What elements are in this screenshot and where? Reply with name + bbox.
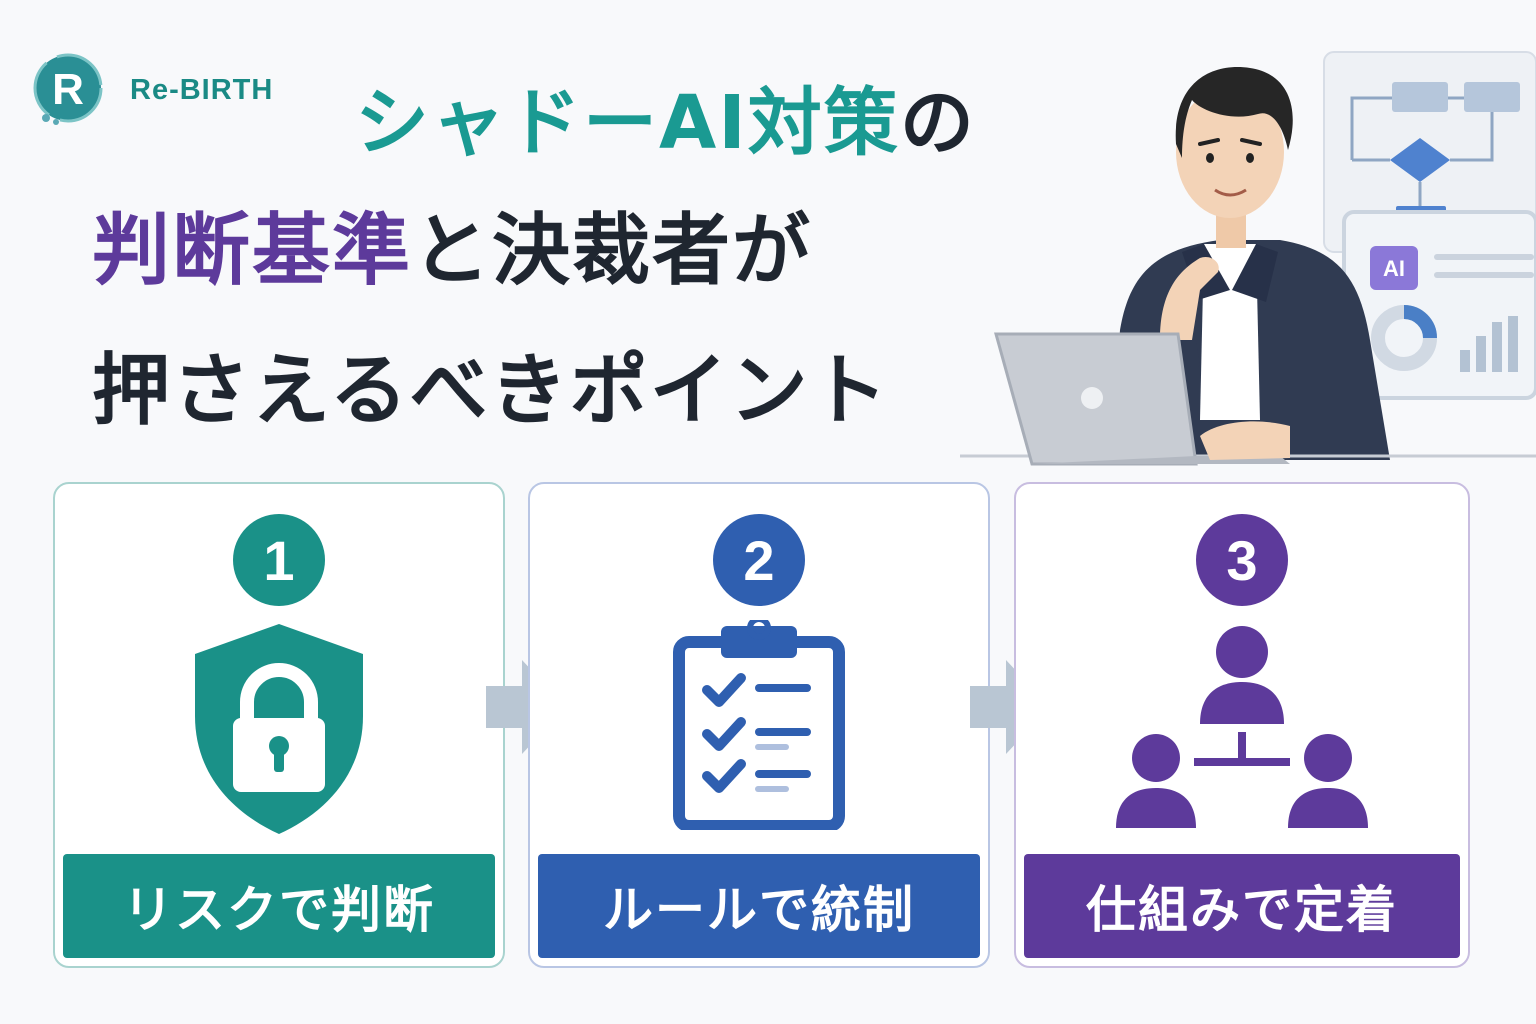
step-label: ルールで統制 bbox=[538, 854, 980, 958]
step-number-badge: 3 bbox=[1196, 514, 1288, 606]
ai-dashboard-panel: AI bbox=[1342, 210, 1536, 400]
headline-particle: の bbox=[899, 80, 976, 166]
headline-line-2: 判断基準と決裁者が bbox=[92, 212, 812, 290]
brand-logo: R Re-BIRTH bbox=[30, 52, 273, 128]
org-chart-people-icon bbox=[1116, 626, 1368, 828]
step-label: リスクで判断 bbox=[63, 854, 495, 958]
businessman-illustration: AI bbox=[960, 51, 1536, 466]
step-card-risk: 1 リスクで判断 bbox=[53, 482, 505, 968]
shield-lock-icon bbox=[195, 624, 363, 834]
step-number-badge: 2 bbox=[713, 514, 805, 606]
flowchart-panel bbox=[1323, 51, 1536, 253]
laptop bbox=[960, 332, 1536, 466]
headline-accent: 判断基準 bbox=[92, 206, 413, 296]
clipboard-checklist-icon bbox=[673, 620, 845, 830]
arrow-right-icon bbox=[486, 660, 566, 754]
svg-text:AI: AI bbox=[1383, 256, 1405, 281]
re-birth-logo-icon: R bbox=[33, 53, 103, 125]
step-number-badge: 1 bbox=[233, 514, 325, 606]
step-label: 仕組みで定着 bbox=[1024, 854, 1460, 958]
headline-line-1: シャドーAI対策の bbox=[355, 86, 976, 160]
step-card-system: 3 仕組みで定着 bbox=[1014, 482, 1470, 968]
headline-main: シャドーAI対策 bbox=[355, 80, 900, 166]
arrow-right-icon bbox=[970, 660, 1050, 754]
headline-line-3: 押さえるべきポイント bbox=[92, 346, 890, 436]
headline-line-2-rest: と決裁者が bbox=[412, 206, 813, 296]
brand-name: Re-BIRTH bbox=[130, 73, 274, 106]
step-card-rules: 2 ルールで統制 bbox=[528, 482, 990, 968]
svg-text:R: R bbox=[52, 65, 84, 114]
